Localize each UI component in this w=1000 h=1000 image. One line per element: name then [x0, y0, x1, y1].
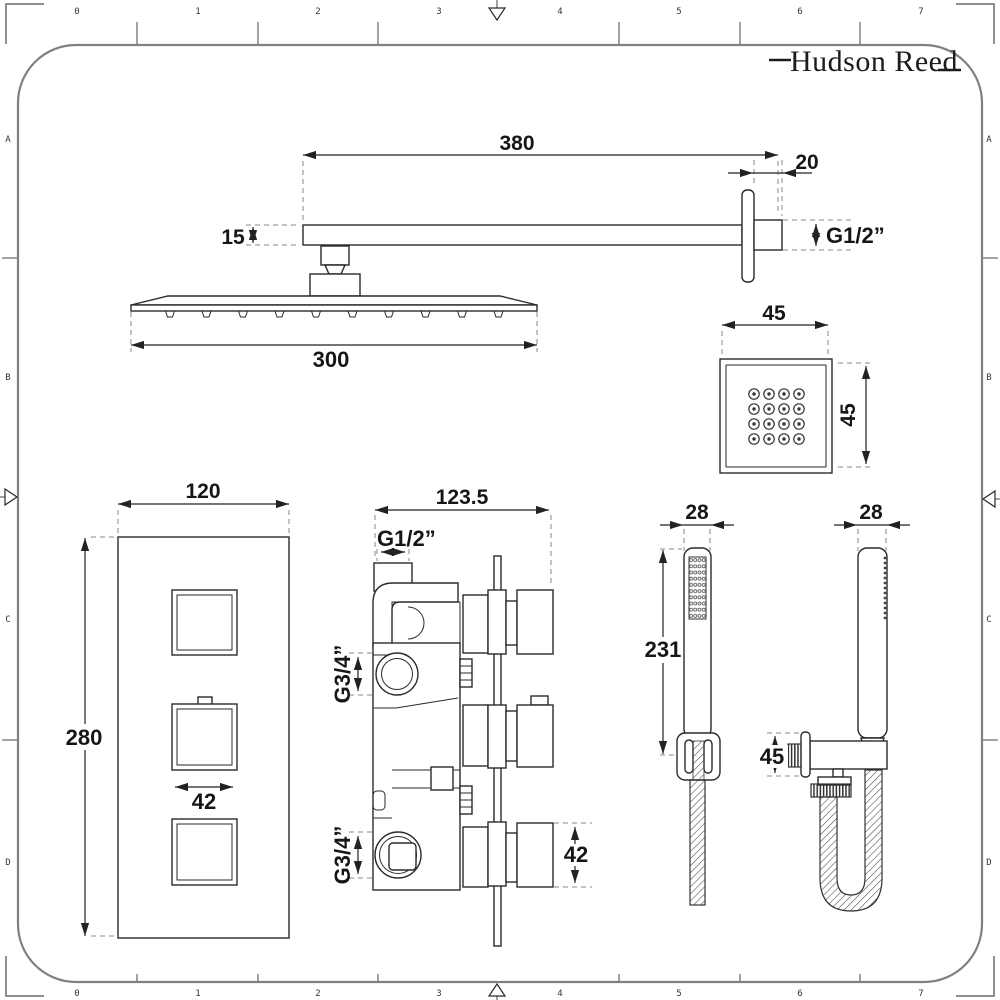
dim-head-width: 300	[313, 347, 350, 372]
ruler-number-bottom-5: 5	[676, 989, 681, 999]
dim-arm-connection: G1/2”	[826, 223, 885, 248]
logo-text: Hudson Reed	[790, 45, 958, 78]
view-shower-head-arm: 380 20 15 G1/2” 300	[130, 132, 885, 372]
valve-handle-middle	[171, 696, 238, 771]
ruler-letter-left-a: A	[5, 135, 11, 145]
handset-wall-bracket	[787, 731, 888, 798]
dim-handset-width: 28	[685, 501, 709, 524]
handset-spray-face	[688, 556, 707, 620]
centre-marker-bottom	[487, 982, 507, 1000]
dim-handset-side-width: 28	[859, 501, 883, 524]
corner-mark-top-right	[956, 3, 995, 44]
dim-arm-thickness: 15	[221, 226, 245, 249]
valve-handle-bottom	[171, 818, 238, 886]
dim-plate-width: 120	[185, 480, 220, 503]
ruler-ticks-bottom	[136, 974, 861, 981]
valve-side-handle-top	[505, 589, 554, 655]
dim-handle-width: 42	[192, 789, 216, 814]
valve-body	[372, 562, 473, 891]
valve-outlet-port-top	[375, 652, 419, 696]
ruler-number-top-0: 0	[74, 7, 79, 17]
view-handset-front: 28 231	[644, 501, 734, 906]
handset-hose-side	[819, 769, 883, 912]
shower-head-nozzles	[165, 310, 504, 318]
valve-side-handle-bottom	[505, 822, 554, 888]
shower-arm	[302, 224, 743, 246]
view-body-jet: 45 45	[719, 302, 874, 474]
handset-nozzle-edge-dots	[883, 556, 887, 620]
dim-valve-upper-outlet: G3/4”	[330, 645, 355, 704]
valve-cartridge-middle	[462, 704, 489, 767]
ruler-number-bottom-7: 7	[918, 989, 923, 999]
ruler-number-top-3: 3	[436, 7, 441, 17]
dim-arm-length: 380	[499, 132, 534, 155]
ruler-letter-right-d: D	[986, 858, 991, 868]
arm-wall-plate	[741, 189, 755, 283]
valve-handle-top	[171, 589, 238, 656]
centre-marker-top	[487, 0, 507, 22]
handset-holder	[676, 732, 721, 781]
ruler-number-bottom-3: 3	[436, 989, 441, 999]
corner-mark-bottom-right	[956, 956, 995, 997]
dim-valve-lower-outlet: G3/4”	[330, 826, 355, 885]
head-swivel-fitting	[309, 245, 361, 297]
centre-marker-right	[981, 489, 1000, 509]
dim-plate-height: 280	[66, 725, 103, 750]
body-jet-inner-plate	[725, 364, 827, 468]
handset-body-side	[857, 547, 888, 739]
ruler-letter-right-a: A	[986, 135, 992, 145]
ruler-letter-left-d: D	[5, 858, 10, 868]
ruler-number-top-7: 7	[918, 7, 923, 17]
dim-handset-length: 231	[645, 637, 682, 662]
frame-border	[16, 43, 984, 984]
ruler-number-bottom-4: 4	[557, 989, 562, 999]
handset-hose-front	[689, 779, 706, 906]
ruler-number-top-2: 2	[315, 7, 320, 17]
ruler-number-bottom-2: 2	[315, 989, 320, 999]
ruler-number-top-5: 5	[676, 7, 681, 17]
brand-logo: Hudson Reed	[769, 45, 961, 78]
view-valve-side: 123.5 G1/2”	[330, 486, 592, 947]
ruler-letter-right-c: C	[986, 615, 991, 625]
ruler-number-bottom-0: 0	[74, 989, 79, 999]
ruler-ticks-top	[136, 22, 861, 44]
arm-thread-connector	[753, 219, 783, 251]
view-valve-front: 120 280 42	[64, 480, 290, 939]
ruler-letter-right-b: B	[986, 373, 991, 383]
shower-head-plate	[130, 304, 538, 312]
dim-arm-wall-offset: 20	[795, 151, 818, 174]
valve-cartridge-top	[462, 594, 489, 654]
ruler-number-top-4: 4	[557, 7, 562, 17]
dim-valve-depth: 123.5	[436, 486, 489, 509]
view-handset-side: 28 45	[757, 501, 910, 912]
dim-valve-inlet: G1/2”	[377, 526, 436, 551]
dim-jet-height: 45	[837, 403, 860, 427]
dim-valve-handle-depth: 42	[564, 842, 588, 867]
ruler-number-top-1: 1	[195, 7, 200, 17]
shower-head-top	[130, 295, 538, 306]
body-jet-nozzle-grid	[746, 386, 807, 447]
corner-mark-bottom-left	[5, 956, 44, 997]
valve-cartridge-bottom	[462, 826, 489, 888]
ruler-letter-left-b: B	[5, 373, 10, 383]
ruler-number-top-6: 6	[797, 7, 802, 17]
dim-jet-width: 45	[762, 302, 786, 325]
ruler-number-bottom-1: 1	[195, 989, 200, 999]
hose-nut	[810, 783, 852, 798]
ruler-ticks-sides	[2, 257, 998, 741]
corner-mark-top-left	[5, 3, 44, 44]
ruler-number-bottom-6: 6	[797, 989, 802, 999]
valve-side-handle-middle	[505, 695, 554, 768]
dim-bracket-height: 45	[760, 744, 784, 769]
centre-marker-left	[0, 487, 19, 507]
ruler-letter-left-c: C	[5, 615, 10, 625]
